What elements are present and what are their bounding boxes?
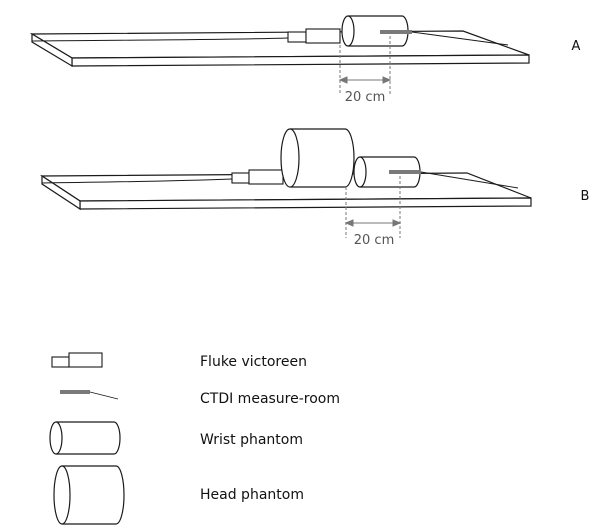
legend-ctdi-measure-room-icon — [60, 390, 119, 400]
panel-a-cable — [31, 37, 289, 42]
legend: Fluke victoreen CTDI measure-room Wrist … — [49, 352, 340, 525]
legend-fluke-victoreen-label: Fluke victoreen — [200, 354, 307, 370]
panel-b-fluke-victoreen-icon — [231, 169, 284, 185]
panel-a-ctdi-probe-icon — [380, 30, 509, 46]
panel-a: 20 cm A — [29, 15, 581, 105]
panel-b-dimension — [344, 176, 402, 238]
legend-head-phantom-icon — [53, 465, 125, 525]
legend-ctdi-measure-room-label: CTDI measure-room — [200, 391, 340, 407]
panel-a-wrist-phantom-icon — [341, 15, 409, 47]
legend-fluke-victoreen-icon — [51, 352, 103, 368]
panel-b-ctdi-probe-icon — [389, 170, 519, 189]
panel-b-head-phantom-icon — [280, 128, 355, 188]
panel-b: 20 cm B — [40, 128, 590, 248]
panel-b-dimension-label: 20 cm — [354, 233, 395, 248]
panel-a-table-board — [29, 30, 530, 68]
panel-b-label: B — [581, 189, 590, 204]
legend-head-phantom-label: Head phantom — [200, 487, 304, 503]
panel-a-fluke-victoreen-icon — [287, 28, 341, 44]
panel-a-dimension — [338, 36, 392, 95]
panel-a-dimension-label: 20 cm — [345, 90, 386, 105]
panel-b-cable — [41, 178, 233, 184]
panel-a-label: A — [572, 39, 581, 54]
legend-wrist-phantom-icon — [49, 421, 121, 455]
legend-wrist-phantom-label: Wrist phantom — [200, 432, 303, 448]
